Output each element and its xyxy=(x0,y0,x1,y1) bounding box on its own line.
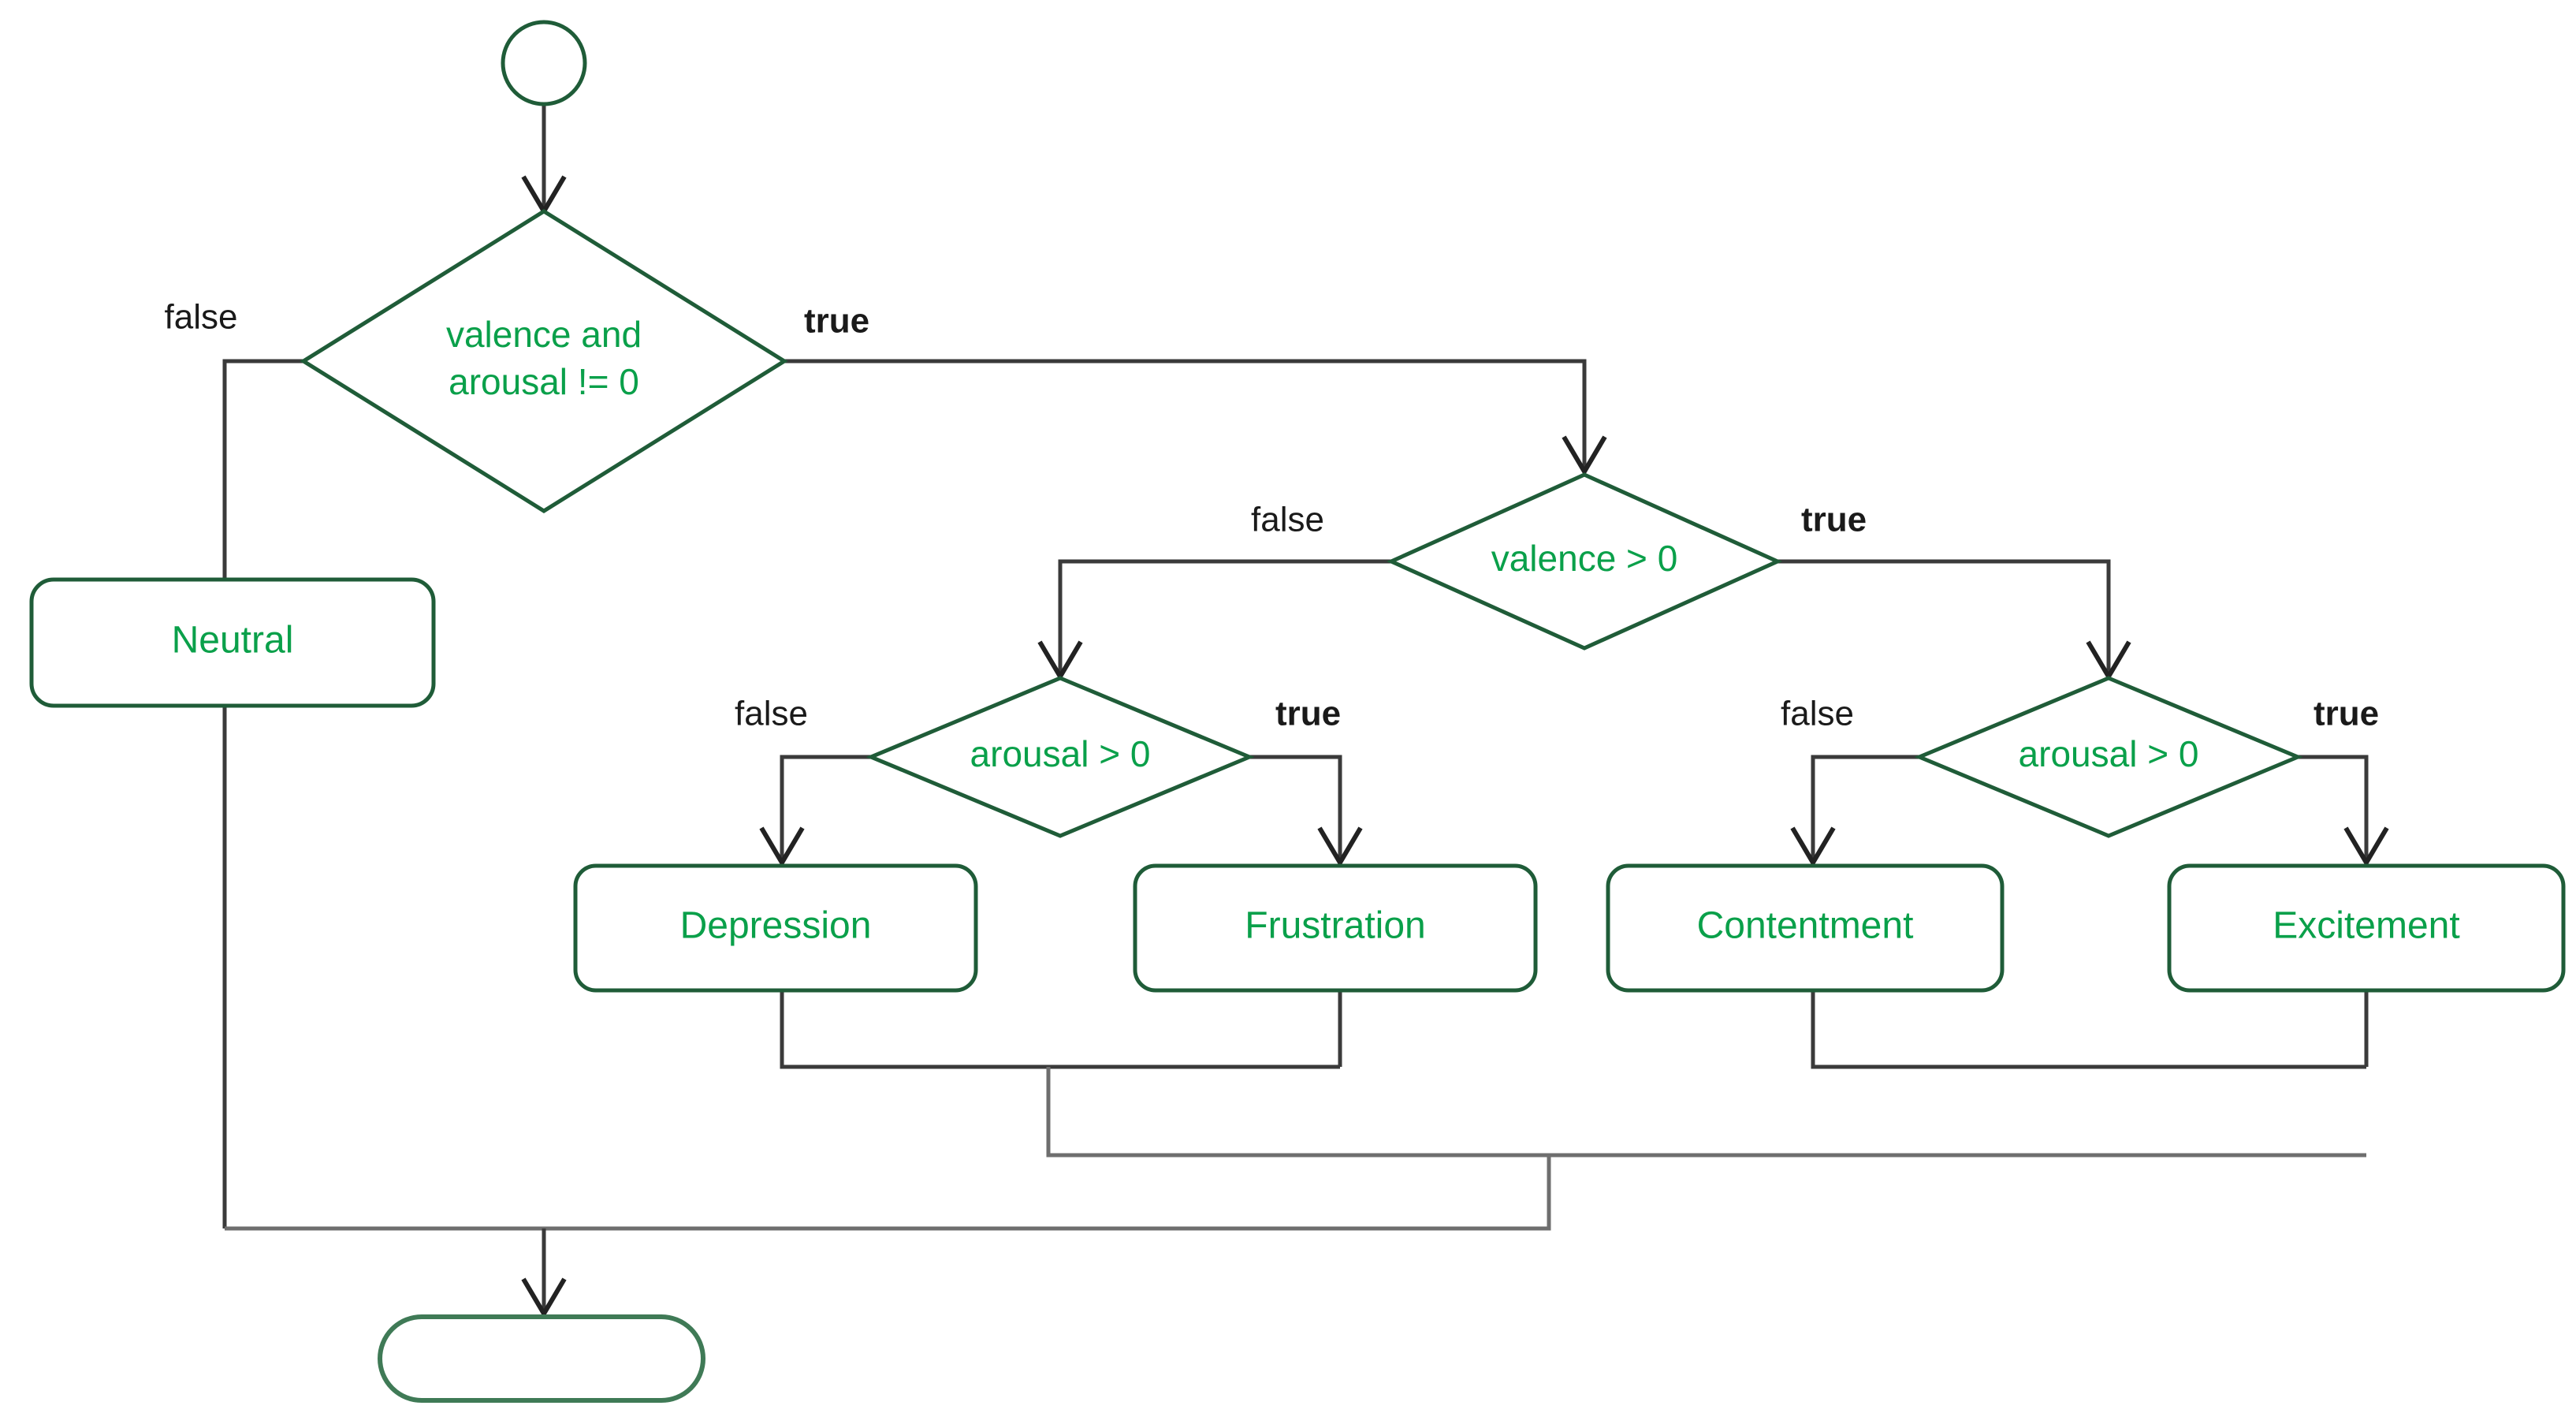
node-end[interactable] xyxy=(378,1314,705,1403)
decision-diamond-shape xyxy=(865,676,1255,838)
flow-edge xyxy=(225,1155,1551,1231)
edge-labels-layer: false true false true false true false true xyxy=(165,298,2380,733)
start-node-circle xyxy=(501,20,587,106)
edge-label-false: false xyxy=(1781,695,1854,733)
decision-diamond-shape xyxy=(1914,676,2303,838)
node-neutral[interactable]: Neutral xyxy=(29,577,436,708)
edge-label-false: false xyxy=(165,298,238,337)
arrowhead-icon xyxy=(2343,826,2389,867)
end-node-shape xyxy=(378,1314,705,1403)
flow-edge xyxy=(222,359,303,1228)
node-decision-valence-arousal[interactable]: valence and arousal != 0 xyxy=(300,209,788,513)
edge-label-true: true xyxy=(2314,695,2379,733)
edge-label-true: true xyxy=(804,302,869,341)
node-contentment[interactable]: Contentment xyxy=(1606,863,2005,993)
flow-edge xyxy=(1046,1067,2366,1158)
edge-label-true: true xyxy=(1801,501,1867,539)
node-decision-arousal-left[interactable]: arousal > 0 xyxy=(865,676,1255,838)
flow-edge xyxy=(784,359,1587,467)
node-decision-arousal-right[interactable]: arousal > 0 xyxy=(1914,676,2303,838)
decision-diamond-shape xyxy=(300,209,788,513)
process-box-shape xyxy=(1606,863,2005,993)
process-box-shape xyxy=(2167,863,2566,993)
edges-layer xyxy=(222,104,2369,1309)
decision-label-line: valence > 0 xyxy=(1491,538,1678,579)
decision-diamond-shape xyxy=(1386,472,1783,651)
node-excitement[interactable]: Excitement xyxy=(2167,863,2566,993)
flow-edge xyxy=(780,755,871,858)
process-box-label: Depression xyxy=(680,905,872,947)
edge-label-true: true xyxy=(1275,695,1341,733)
flow-edge xyxy=(2298,755,2369,858)
process-box-shape xyxy=(573,863,978,993)
process-box-shape xyxy=(29,577,436,708)
arrowhead-icon xyxy=(759,826,805,867)
arrowhead-icon xyxy=(521,1277,567,1318)
flow-edge xyxy=(780,990,1340,1069)
process-box-label: Neutral xyxy=(172,620,294,662)
node-decision-valence[interactable]: valence > 0 xyxy=(1386,472,1783,651)
edge-label-false: false xyxy=(1251,501,1324,539)
flow-edge xyxy=(1811,990,2366,1069)
arrowhead-icon xyxy=(1562,435,1607,476)
flow-edge xyxy=(1811,755,1919,858)
arrowhead-icon xyxy=(1790,826,1836,867)
flow-edge xyxy=(1249,755,1342,858)
node-depression[interactable]: Depression xyxy=(573,863,978,993)
process-box-label: Frustration xyxy=(1245,905,1425,947)
flow-edge xyxy=(1058,559,1391,672)
decision-label-line: arousal > 0 xyxy=(2019,733,2199,774)
decision-label-line: valence and xyxy=(446,314,642,355)
decision-label-line: arousal > 0 xyxy=(970,733,1151,774)
arrowhead-icon xyxy=(1317,826,1363,867)
edge-label-false: false xyxy=(735,695,808,733)
decision-label-line: arousal != 0 xyxy=(449,361,639,402)
node-frustration[interactable]: Frustration xyxy=(1133,863,1538,993)
process-box-label: Excitement xyxy=(2273,905,2459,947)
process-box-shape xyxy=(1133,863,1538,993)
flow-edge xyxy=(1778,559,2111,672)
node-start[interactable] xyxy=(501,20,587,106)
nodes-layer: valence and arousal != 0 Neutral valence > … xyxy=(29,20,2566,1403)
process-box-label: Contentment xyxy=(1697,905,1914,947)
